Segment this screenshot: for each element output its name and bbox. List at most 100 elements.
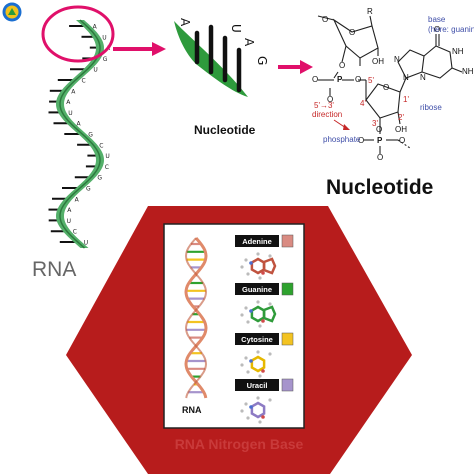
strand-base-letter: C <box>99 142 103 149</box>
strand-ribbon <box>56 20 104 248</box>
nitrogen-base-cytosine: Cytosine <box>235 332 294 378</box>
base-label-bg <box>235 283 279 295</box>
structure-annotations: base (here: guanine) ribose phosphate 5'… <box>312 15 474 144</box>
arrow-to-structure-icon <box>278 60 313 74</box>
atom-N-2: N <box>394 55 400 64</box>
atom-R: R <box>367 7 373 16</box>
base-color-swatch <box>281 378 294 392</box>
strand-base-letter: U <box>102 34 106 41</box>
prime-2: 2' <box>398 113 404 122</box>
prime-3: 3' <box>372 119 378 128</box>
atom-NH2-symbol: NH <box>462 67 474 76</box>
strand-base-letter: A <box>71 88 76 95</box>
strand-base-letter: A <box>66 99 71 106</box>
strand-base-letter: A <box>93 24 98 31</box>
prime-4: 4' <box>360 99 366 108</box>
phosphate-label: phosphate <box>323 135 361 144</box>
atom-O-ring2: O <box>383 83 389 92</box>
panel-helix-strand-2 <box>184 237 208 399</box>
atom-P-bottom: P <box>377 136 383 145</box>
panel-rna-helix <box>184 237 208 399</box>
nitrogen-base-uracil: Uracil <box>235 378 294 424</box>
atom-O-b3: O <box>358 136 364 145</box>
molecule-icon <box>240 350 272 378</box>
strand-base-letter: A <box>77 121 82 128</box>
atom-OH-top: OH <box>372 57 384 66</box>
direction-label: 5'→3' <box>314 101 334 110</box>
strand-base-letter: G <box>97 175 102 182</box>
base-name: Uracil <box>247 381 268 390</box>
zoom-base-1: A <box>178 18 192 27</box>
atom-O-left: O <box>312 75 318 84</box>
atom-NH2: NH2 <box>462 67 474 78</box>
structure-labels: R O O OH O P O O O 5' O 4' 1' 3' 2' OH N… <box>312 7 474 162</box>
atom-NH: NH <box>452 47 464 56</box>
nitrogen-base-adenine: Adenine <box>235 234 294 280</box>
strand-base-letter: G <box>103 56 108 63</box>
highlight-circle <box>41 5 115 63</box>
ribose-label: ribose <box>420 103 442 112</box>
strand-base-letter: U <box>84 240 88 247</box>
base-label-bg <box>235 235 279 247</box>
atom-O-b2: O <box>377 153 383 162</box>
atom-P-top: P <box>337 75 343 84</box>
strand-base-letter: C <box>82 78 86 85</box>
base-label-bg <box>235 379 279 391</box>
strand-base-letter: U <box>105 153 109 160</box>
nitrogen-base-guanine: Guanine <box>235 282 294 328</box>
prime-5: 5' <box>368 76 374 85</box>
base-name: Adenine <box>242 237 272 246</box>
base-sublabel: (here: guanine) <box>428 25 474 34</box>
atom-O-base: O <box>434 25 440 34</box>
atom-O-link2: O <box>355 75 361 84</box>
circular-badge-logo-icon <box>2 2 22 22</box>
base-label-bg <box>235 333 279 345</box>
base-color-swatch <box>281 332 294 346</box>
panel-card <box>163 223 305 429</box>
strand-base-letter: U <box>67 218 71 225</box>
rna-strand-backbone <box>56 19 104 249</box>
molecule-icon <box>240 396 272 424</box>
arrow-to-zoom-icon <box>113 42 166 56</box>
svg-text:NH2: NH2 <box>462 67 474 78</box>
strand-base-letter: U <box>68 110 72 117</box>
panel-caption: RNA Nitrogen Base <box>175 436 304 452</box>
strand-base-letter: C <box>105 164 109 171</box>
base-color-swatch <box>281 282 294 296</box>
base-name: Guanine <box>242 285 272 294</box>
base-label: base <box>428 15 446 24</box>
atom-O-ring1: O <box>349 28 355 37</box>
atom-O-link1: O <box>339 61 345 70</box>
strand-base-letter: A <box>75 196 80 203</box>
strand-base-letter: G <box>86 186 91 193</box>
base-color-swatch <box>281 234 294 248</box>
atom-O-top: O <box>322 15 328 24</box>
page-title: Nucleotide <box>326 176 433 199</box>
panel-rna-label: RNA <box>182 405 202 415</box>
atom-N-1: N <box>403 73 409 82</box>
molecule-icon <box>240 300 277 328</box>
direction-arrow-icon <box>333 119 350 130</box>
panel-helix-strand <box>184 237 208 399</box>
zoomed-strand-segment: A U A G <box>174 18 269 97</box>
direction-label-2: direction <box>312 110 342 119</box>
zoom-base-4: G <box>255 56 269 65</box>
nucleotide-structure <box>317 15 463 154</box>
strand-base-letter: U <box>93 67 97 74</box>
atom-OH-bottom: OH <box>395 125 407 134</box>
strand-base-letter: G <box>88 132 93 139</box>
zoom-base-2: U <box>229 24 243 33</box>
strand-base-letter: C <box>73 229 77 236</box>
strand-base-letter: A <box>67 207 72 214</box>
base-name: Cytosine <box>241 335 273 344</box>
atom-O-b1: O <box>399 136 405 145</box>
atom-O-bottom: O <box>376 125 382 134</box>
zoom-caption: Nucleotide <box>194 123 256 137</box>
atom-N-3: N <box>420 73 426 82</box>
molecule-icon <box>240 252 277 280</box>
prime-1: 1' <box>403 95 409 104</box>
zoom-base-3: A <box>242 38 256 47</box>
